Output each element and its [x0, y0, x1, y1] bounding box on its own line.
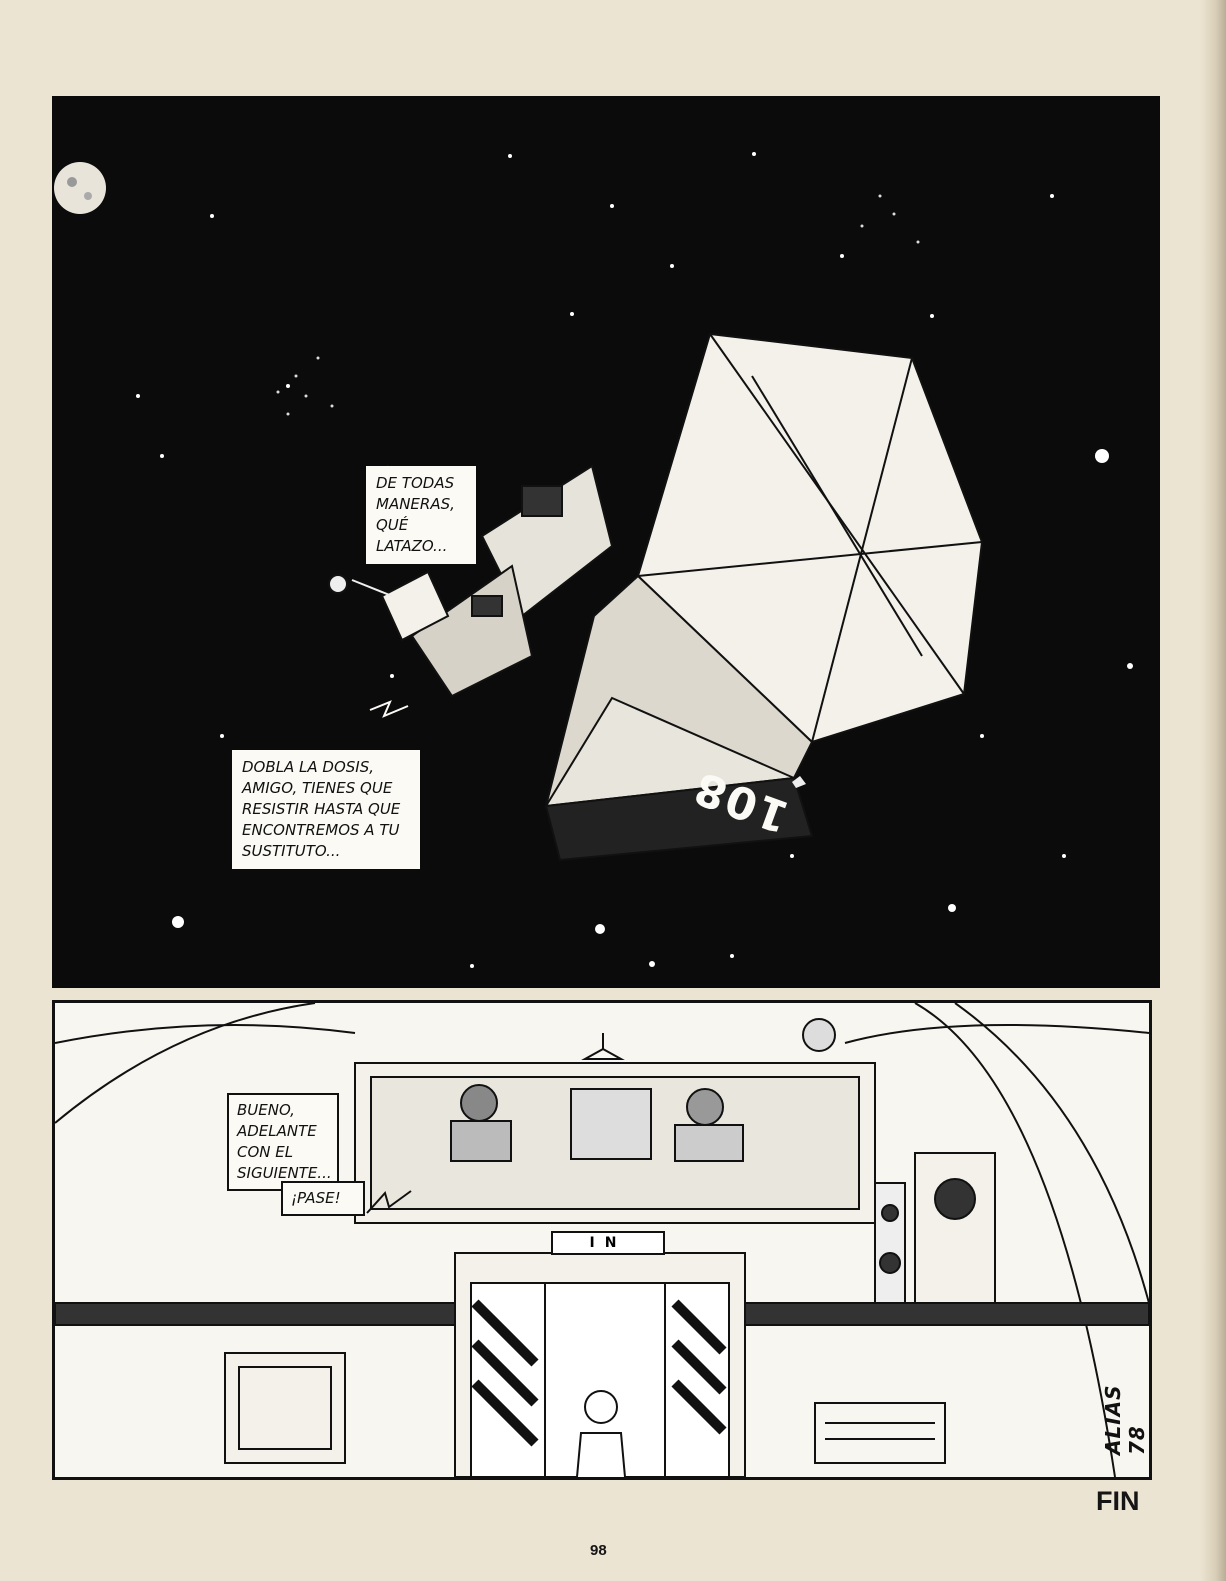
door-sign: IN	[551, 1231, 665, 1255]
stars	[136, 152, 1133, 968]
comic-panel-space: 108 De todas maneras, qué latazo... Dobl…	[52, 96, 1160, 988]
planet	[54, 162, 106, 214]
comic-panel-cockpit: IN Bueno, adelante con el siguiente... ¡…	[52, 1000, 1152, 1480]
end-mark: FIN	[1096, 1486, 1140, 1516]
page-edge	[1200, 0, 1226, 1581]
speech-balloon-4: ¡Pase!	[281, 1181, 365, 1216]
docking-ship	[328, 464, 614, 698]
speech-balloon-1: De todas maneras, qué latazo...	[366, 466, 476, 564]
cockpit-interior-illustration	[55, 1003, 1149, 1477]
artist-signature: ALIAS 78	[1101, 1384, 1149, 1455]
speech-balloon-3: Bueno, adelante con el siguiente...	[227, 1093, 339, 1191]
space-scene-illustration	[54, 152, 1133, 968]
page-number: 98	[590, 1542, 607, 1559]
speech-balloon-2: Dobla la dosis, amigo, tienes que resist…	[232, 750, 420, 869]
cargo-container	[544, 332, 984, 862]
